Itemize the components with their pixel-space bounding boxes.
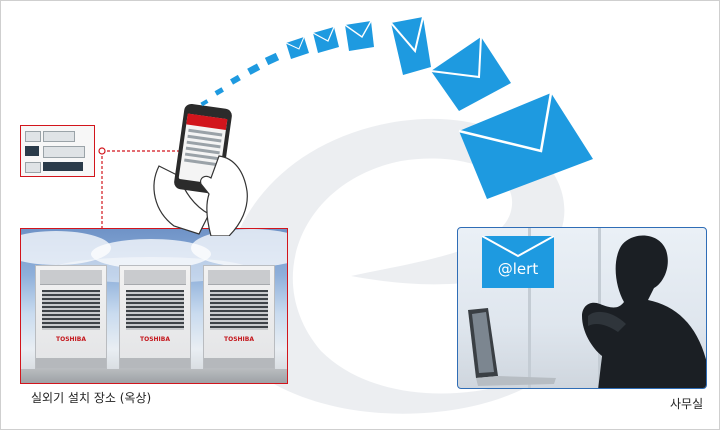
envelope-icon (430, 36, 511, 111)
envelope-icon (458, 92, 593, 199)
controller-screen (25, 146, 39, 156)
controller-slot (43, 146, 85, 158)
message-trail (200, 16, 593, 199)
unit-brand-logo: TOSHIBA (224, 336, 254, 343)
smartphone-icon (153, 103, 248, 236)
signal-dash (200, 52, 280, 107)
alert-envelope-badge: @lert (482, 236, 554, 288)
controller-slot (43, 131, 75, 142)
rooftop-caption: 실외기 설치 장소 (옥상) (31, 391, 152, 405)
envelope-icon (312, 26, 339, 53)
controller-screen (43, 162, 83, 171)
office-caption: 사무실 (670, 397, 704, 411)
hand-icon (200, 155, 248, 236)
outdoor-unit: TOSHIBA (119, 265, 191, 369)
outdoor-unit: TOSHIBA (35, 265, 107, 369)
envelope-icon (285, 36, 309, 59)
controller-panel (20, 125, 95, 177)
rooftop-photo: TOSHIBA TOSHIBA TOSHIBA (20, 228, 288, 384)
envelope-icon (390, 16, 431, 75)
unit-brand-logo: TOSHIBA (56, 336, 86, 343)
envelope-icon (482, 236, 554, 258)
controller-slot (25, 131, 41, 142)
envelope-icon (344, 20, 374, 51)
person-silhouette (582, 235, 706, 388)
unit-brand-logo: TOSHIBA (140, 336, 170, 343)
background-swirl (224, 118, 565, 414)
controller-slot (25, 162, 41, 173)
office-photo: @lert (457, 227, 707, 389)
outdoor-unit: TOSHIBA (203, 265, 275, 369)
laptop-icon (468, 308, 556, 386)
alert-label: @lert (497, 260, 539, 278)
